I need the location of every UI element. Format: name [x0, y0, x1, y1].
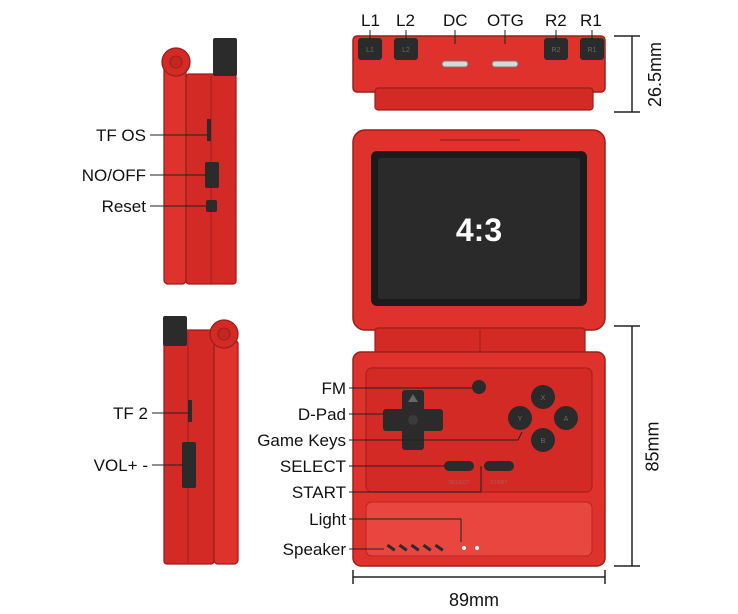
- label-tf-os: TF OS: [95, 126, 146, 145]
- select-button: [444, 461, 474, 471]
- width-dimension: 89mm: [449, 590, 500, 610]
- r2-button: [544, 38, 568, 60]
- b-print: B: [541, 438, 546, 445]
- l2-print: L2: [402, 47, 410, 54]
- label-game-keys: Game Keys: [257, 431, 346, 450]
- top-view: [352, 30, 640, 113]
- fm-hole: [472, 380, 486, 394]
- power-switch: [205, 162, 219, 188]
- dc-port: [441, 60, 469, 68]
- speaker-grille: [386, 543, 444, 552]
- label-tf2: TF 2: [113, 404, 148, 423]
- l2-button: [394, 38, 418, 60]
- label-dc: DC: [443, 11, 468, 30]
- screen: [378, 158, 580, 299]
- label-speaker: Speaker: [282, 540, 346, 559]
- volume-rocker: [182, 442, 196, 488]
- label-select: SELECT: [279, 457, 346, 476]
- y-button: [508, 406, 532, 430]
- select-print: SELECT: [448, 480, 470, 486]
- start-print: START: [490, 480, 508, 486]
- label-volume: VOL+ -: [93, 456, 148, 475]
- height-dimension: 85mm: [642, 421, 663, 472]
- otg-port: [491, 60, 519, 68]
- label-r2: R2: [545, 11, 567, 30]
- label-power: NO/OFF: [81, 166, 146, 185]
- r2-print: R2: [552, 47, 561, 54]
- screen-ratio-text: 4:3: [456, 212, 502, 248]
- tf-os-slot: [207, 119, 211, 141]
- label-l2: L2: [396, 11, 415, 30]
- label-otg: OTG: [487, 11, 524, 30]
- label-l1: L1: [361, 11, 380, 30]
- start-button: [484, 461, 514, 471]
- label-dpad: D-Pad: [297, 405, 346, 424]
- thickness-dimension: 26.5mm: [645, 41, 666, 108]
- x-print: X: [541, 395, 546, 402]
- label-start: START: [291, 483, 346, 502]
- l1-button: [358, 38, 382, 60]
- side-view-right: [152, 316, 239, 565]
- r1-print: R1: [588, 47, 597, 54]
- reset-button: [206, 200, 217, 212]
- label-r1: R1: [580, 11, 602, 30]
- label-light: Light: [309, 510, 346, 529]
- front-view: [349, 129, 640, 584]
- l1-print: L1: [366, 47, 374, 54]
- a-print: A: [564, 416, 569, 423]
- tf2-slot: [188, 400, 192, 422]
- light-led: [462, 546, 466, 550]
- label-fm: FM: [321, 379, 346, 398]
- a-button: [554, 406, 578, 430]
- label-reset: Reset: [101, 197, 146, 216]
- side-view-left: [150, 38, 237, 285]
- x-button: [531, 385, 555, 409]
- light-led: [475, 546, 479, 550]
- b-button: [531, 428, 555, 452]
- r1-button: [580, 38, 604, 60]
- y-print: Y: [518, 416, 523, 423]
